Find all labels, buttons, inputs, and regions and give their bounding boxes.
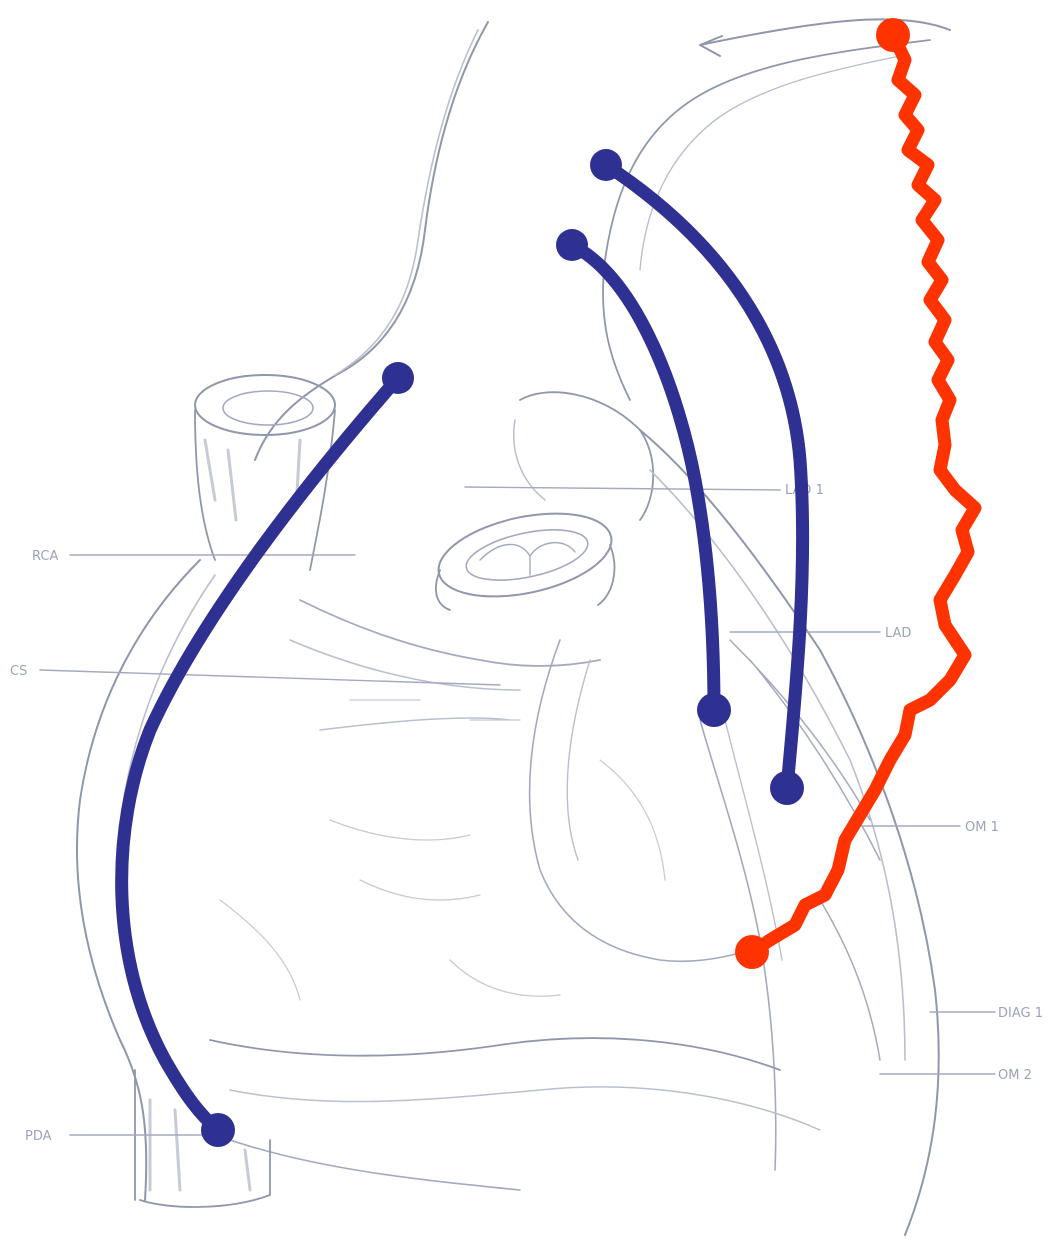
pulmonary-trunk bbox=[520, 392, 653, 520]
label-lad: LAD bbox=[885, 626, 911, 641]
label-cs: CS bbox=[10, 664, 27, 679]
sketch-detail bbox=[220, 700, 665, 1000]
left-ventricle-inner bbox=[650, 470, 905, 1060]
left-ventricle-outline bbox=[640, 430, 939, 1235]
leader-cs bbox=[40, 670, 500, 685]
label-rca: RCA bbox=[32, 549, 58, 564]
svc-top-ring bbox=[195, 375, 335, 435]
vein-graft-rca-pda bbox=[122, 378, 398, 1130]
aortic-arch-arrow bbox=[700, 19, 950, 56]
vein-graft-om-proximal-anastomosis bbox=[590, 149, 622, 181]
vein-graft-rca-pda-proximal-anastomosis bbox=[382, 362, 414, 394]
arterial-graft-origin bbox=[876, 18, 910, 52]
pulmonary-valve-leaflets bbox=[480, 543, 575, 575]
circumflex-branches bbox=[730, 640, 880, 1060]
pda-course bbox=[230, 1140, 520, 1190]
vein-graft-lad-distal-anastomosis bbox=[697, 693, 731, 727]
label-pda: PDA bbox=[25, 1129, 52, 1144]
vein-graft-om-distal-anastomosis bbox=[770, 771, 804, 805]
anatomy-labels: RCA CS LAD 1 LAD OM 1 DIAG 1 OM 2 PDA bbox=[10, 483, 1043, 1144]
vein-graft-om bbox=[606, 165, 803, 788]
lad-course-2 bbox=[725, 720, 782, 960]
vein-grafts bbox=[122, 149, 804, 1147]
inferior-surface bbox=[210, 1038, 780, 1070]
vein-graft-lad-proximal-anastomosis bbox=[556, 229, 588, 261]
label-om-1: OM 1 bbox=[965, 820, 999, 835]
aortic-arch-curve-inner bbox=[640, 55, 905, 270]
vein-graft-lad bbox=[572, 245, 714, 710]
arterial-graft-distal-anastomosis bbox=[735, 935, 769, 969]
vein-graft-rca-pda-distal-anastomosis bbox=[201, 1113, 235, 1147]
anterior-surface-2 bbox=[567, 660, 590, 860]
svc-top-inner bbox=[223, 391, 313, 425]
heart-sketch bbox=[40, 19, 995, 1235]
inferior-surface-2 bbox=[230, 1087, 820, 1130]
pulmonary-valve-ring bbox=[431, 500, 619, 611]
aorta-inner-outline bbox=[335, 30, 478, 375]
label-diag-1: DIAG 1 bbox=[998, 1006, 1043, 1021]
label-om-2: OM 2 bbox=[998, 1068, 1032, 1083]
leader-lad-top bbox=[465, 487, 780, 490]
